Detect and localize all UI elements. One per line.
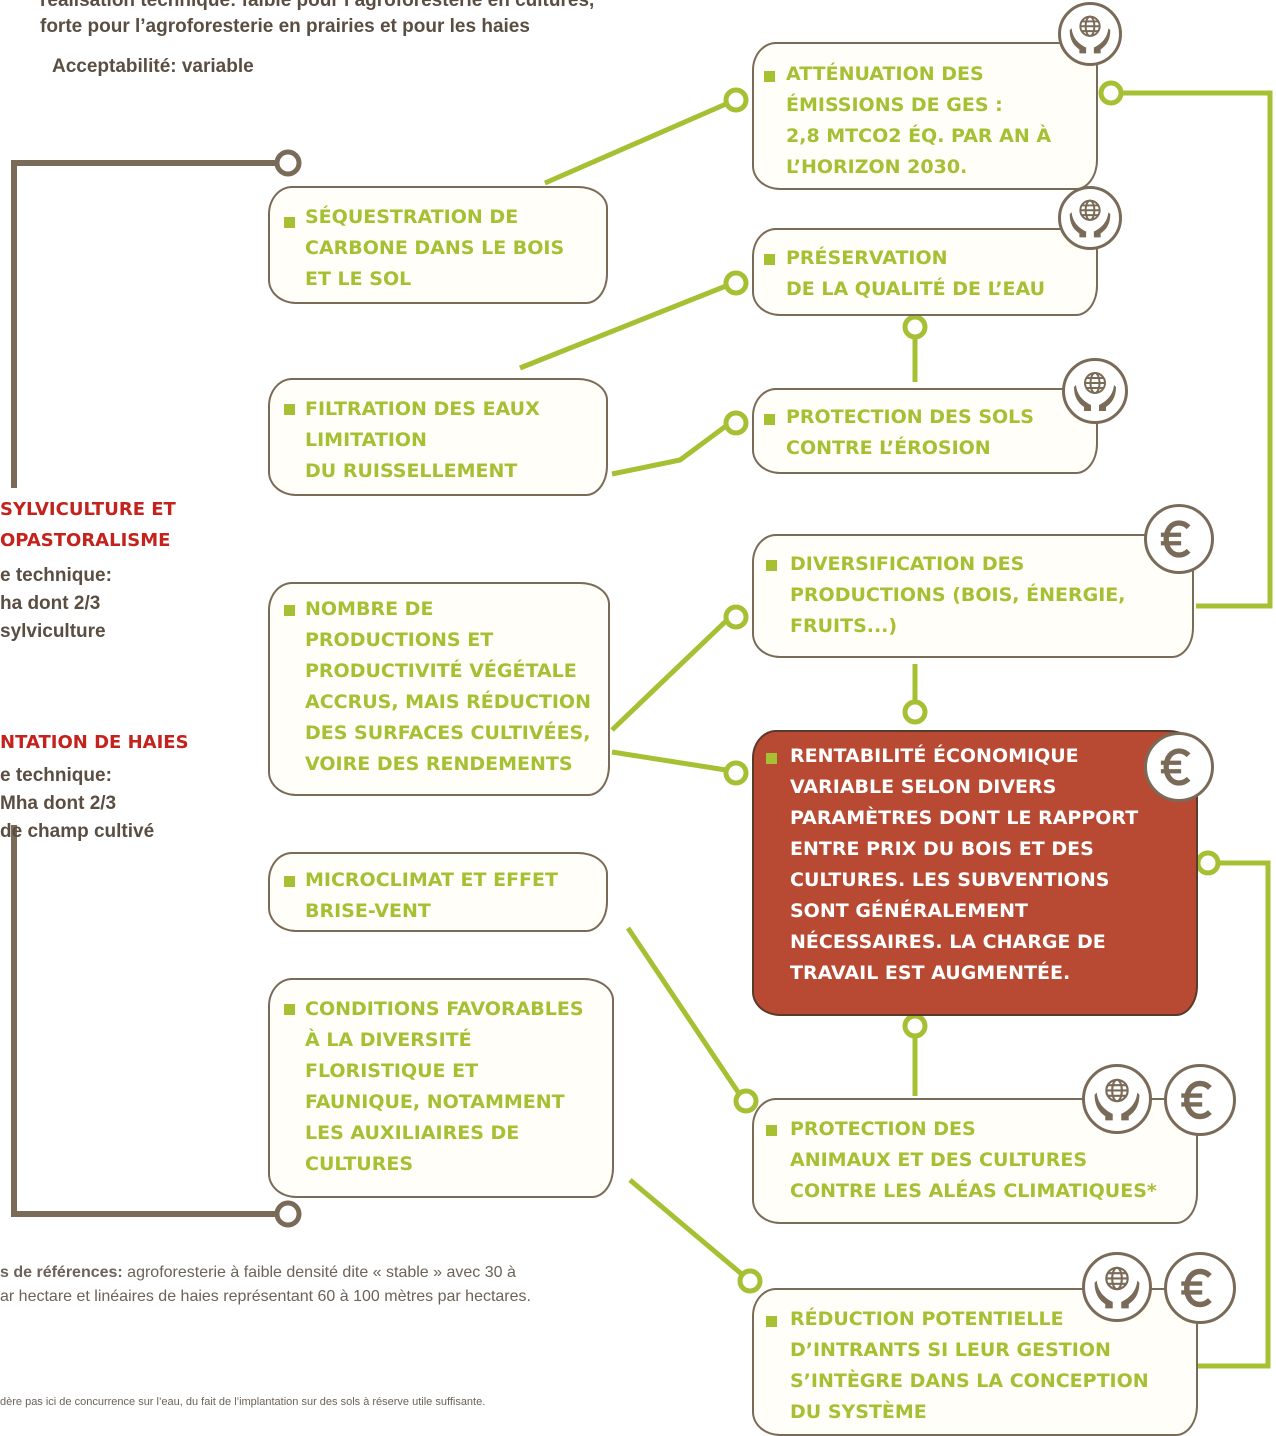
box-diversification: Diversification des productions (bois, é… xyxy=(752,534,1194,658)
references-note: s de références: agroforesterie à faible… xyxy=(0,1262,516,1283)
protection-sols-text: Protection des sols contre l’érosion xyxy=(786,406,1034,459)
haies-line-3: de champ cultivé xyxy=(0,821,155,842)
euro-icon xyxy=(1164,1064,1236,1136)
euro-icon xyxy=(1164,1252,1236,1324)
nombre-productions-text: Nombre de productions et productivité vé… xyxy=(305,598,591,775)
header-acceptability: Acceptabilité: variable xyxy=(52,56,254,77)
haies-title: NTATION DE HAIES xyxy=(0,732,189,753)
box-sequestration: Séquestration de carbone dans le bois et… xyxy=(268,186,608,304)
header-feasibility-line: réalisation technique: faible pour l’agr… xyxy=(40,0,595,11)
diversification-text: Diversification des productions (bois, é… xyxy=(790,553,1126,637)
reduction-intrants-text: Réduction potentielle d’intrants si leur… xyxy=(790,1308,1149,1423)
haies-line-1: e technique: xyxy=(0,765,112,786)
attenuation-ges-text: Atténuation des émissions de GES : 2,8 M… xyxy=(786,63,1052,178)
box-microclimat: Microclimat et effet brise-vent xyxy=(268,852,608,932)
sequestration-text: Séquestration de carbone dans le bois et… xyxy=(305,206,565,290)
references-note-line2: ar hectare et linéaires de haies représe… xyxy=(0,1288,531,1305)
globe-in-hands-icon xyxy=(1058,2,1122,66)
references-text: agroforesterie à faible densité dite « s… xyxy=(122,1264,516,1281)
globe-in-hands-icon xyxy=(1082,1252,1152,1322)
preservation-eau-text: Préservation de la qualité de l’eau xyxy=(786,247,1046,300)
globe-in-hands-icon xyxy=(1058,186,1122,250)
euro-icon xyxy=(1144,504,1214,574)
box-filtration: Filtration des eaux limitation du ruisse… xyxy=(268,378,608,496)
agrosylviculture-title-1: SYLVICULTURE ET xyxy=(0,499,176,520)
globe-in-hands-icon xyxy=(1082,1064,1152,1134)
box-preservation-eau: Préservation de la qualité de l’eau xyxy=(752,228,1098,316)
box-attenuation-ges: Atténuation des émissions de GES : 2,8 M… xyxy=(752,42,1098,190)
rentabilite-text: Rentabilité économique variable selon di… xyxy=(790,745,1139,984)
protection-animaux-text: Protection des animaux et des cultures c… xyxy=(790,1118,1157,1202)
box-conditions-favorables: Conditions favorables à la diversité flo… xyxy=(268,978,614,1198)
agrosylviculture-line-2: ha dont 2/3 xyxy=(0,593,101,614)
euro-icon xyxy=(1144,732,1214,802)
microclimat-text: Microclimat et effet brise-vent xyxy=(305,869,558,922)
references-label: s de références: xyxy=(0,1264,123,1281)
box-nombre-productions: Nombre de productions et productivité vé… xyxy=(268,582,610,796)
agrosylviculture-line-1: e technique: xyxy=(0,565,112,586)
filtration-text: Filtration des eaux limitation du ruisse… xyxy=(305,398,540,482)
header-feasibility-line2: forte pour l’agroforesterie en prairies … xyxy=(40,16,530,37)
globe-in-hands-icon xyxy=(1062,358,1128,424)
conditions-favorables-text: Conditions favorables à la diversité flo… xyxy=(305,998,584,1175)
haies-line-2: Mha dont 2/3 xyxy=(0,793,117,814)
footnote: dère pas ici de concurrence sur l’eau, d… xyxy=(0,1396,486,1408)
agrosylviculture-title-2: OPASTORALISME xyxy=(0,530,171,551)
box-protection-sols: Protection des sols contre l’érosion xyxy=(752,388,1098,474)
box-rentabilite: Rentabilité économique variable selon di… xyxy=(752,730,1198,1016)
agrosylviculture-line-3: sylviculture xyxy=(0,621,106,642)
